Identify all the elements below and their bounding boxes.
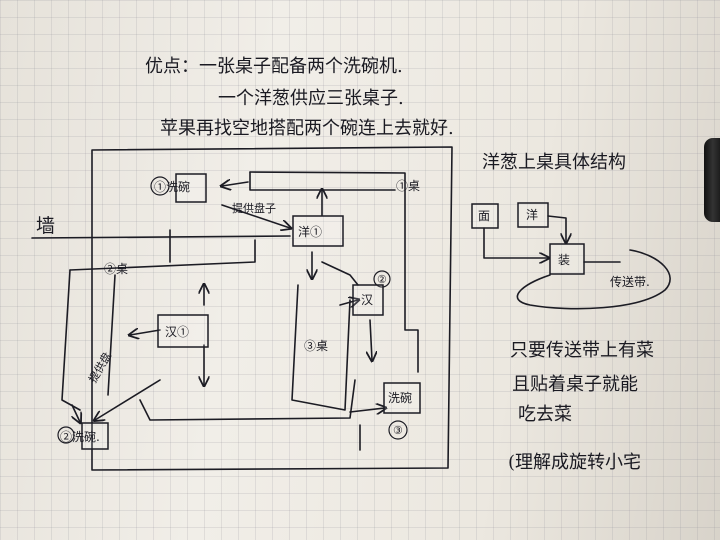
note-line-3: 苹果再找空地搭配两个碗连上去就好.: [160, 118, 454, 139]
table-2-left: [61, 269, 81, 411]
arrow-dishwasher-2: [72, 404, 80, 422]
side-note-1: 只要传送带上有菜: [510, 340, 654, 361]
arrow-han-left: [130, 330, 161, 335]
wall-line: [31, 235, 291, 239]
side-note-4: (理解成旋转小宅: [508, 452, 641, 473]
dishwasher-3-number: ③: [393, 424, 403, 437]
han-2-number: ②: [377, 273, 387, 286]
conveyor-label: 传送带.: [610, 274, 650, 289]
num-circle-2: [57, 426, 75, 444]
table-3-label: ③桌: [304, 339, 328, 353]
han-2-box: [352, 284, 384, 316]
side-box-c: [549, 243, 585, 275]
arrow-serve-1: [221, 204, 290, 228]
arrow-dishwasher-3: [349, 408, 385, 412]
onion-1-box: [292, 215, 344, 247]
side-note-3: 吃去菜: [518, 404, 572, 425]
dishwasher-1-box: [175, 173, 207, 203]
num-circle-han-2: [373, 270, 391, 288]
side-box-a-label: 面: [478, 209, 490, 223]
dishwasher-2-label: ②洗碗.: [60, 429, 100, 444]
han-2-label: 汉: [361, 293, 373, 307]
side-box-b: [517, 202, 549, 228]
table-1-label: ①桌: [396, 179, 420, 193]
conveyor-loop: [516, 249, 671, 310]
dishwasher-3-label: 洗碗: [388, 390, 412, 405]
arrow-han2-in: [339, 300, 358, 305]
bottom-path: [139, 379, 356, 421]
table-1-inner: [249, 171, 396, 191]
pen: [704, 138, 720, 222]
side-arrow-b: [547, 215, 566, 242]
note-line-2: 一个洋葱供应三张桌子.: [218, 88, 404, 109]
dishwasher-2-box: [81, 422, 109, 450]
side-title: 洋葱上桌具体结构: [482, 152, 626, 173]
table-1-path: [249, 171, 419, 373]
onion-1-label: 洋①: [298, 224, 322, 239]
arrow-serve-2: [95, 379, 161, 420]
arrow-to-dishwasher-1: [222, 182, 249, 186]
side-box-a: [471, 203, 499, 229]
table-2-top: [69, 239, 256, 271]
han-1-label: 汉①: [165, 325, 189, 339]
side-arrow-a: [483, 227, 548, 258]
wall-label: 墙: [36, 215, 55, 237]
note-line-1: 优点：一张桌子配备两个洗碗机.: [145, 56, 403, 77]
side-note-2: 且贴着桌子就能: [512, 374, 638, 395]
table-2-inner: [107, 274, 116, 396]
num-circle-1: [150, 176, 170, 196]
arrow-han2-down: [370, 319, 372, 360]
dishwasher-3-box: [383, 382, 421, 414]
table-3-outline: [291, 284, 351, 411]
side-box-c-label: 装: [558, 253, 570, 267]
table-2-label: ②桌: [104, 262, 128, 276]
han-1-box: [157, 314, 209, 348]
num-circle-3: [388, 420, 408, 440]
serving-1-label: 提供盘子: [232, 201, 276, 215]
room-outline: [91, 146, 453, 471]
dishwasher-1-label: ①洗碗: [154, 179, 190, 194]
onion-link: [321, 261, 359, 286]
side-box-b-label: 洋: [526, 207, 538, 222]
